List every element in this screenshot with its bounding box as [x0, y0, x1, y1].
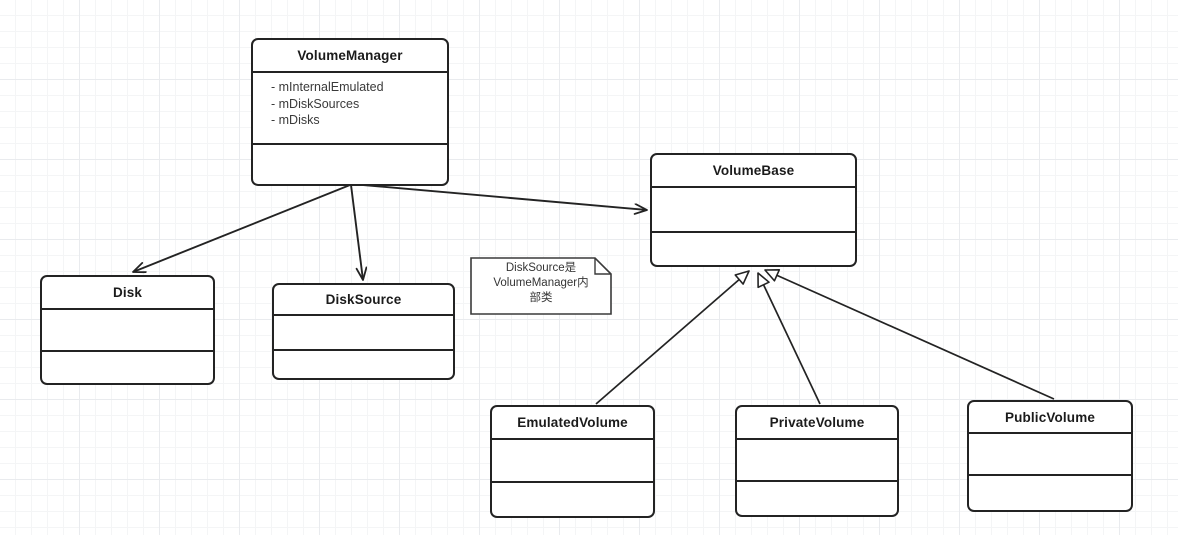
class-box-disksource[interactable]: DiskSource — [272, 283, 455, 380]
attribute-item: - mDisks — [271, 113, 320, 127]
class-box-volumebase[interactable]: VolumeBase — [650, 153, 857, 267]
class-attributes-disk — [42, 310, 213, 352]
class-title-volumebase: VolumeBase — [652, 155, 855, 188]
class-box-volumemanager[interactable]: VolumeManager - mInternalEmulated - mDis… — [251, 38, 449, 186]
note-line: DiskSource是 — [505, 262, 577, 274]
class-attributes-publicvolume — [969, 434, 1131, 476]
note-disksource[interactable]: DiskSource是 VolumeManager内 部类 — [470, 257, 612, 315]
attribute-item: - mDiskSources — [271, 96, 360, 111]
class-box-privatevolume[interactable]: PrivateVolume — [735, 405, 899, 517]
note-line: 部类 — [529, 292, 553, 304]
class-operations-publicvolume — [969, 476, 1131, 510]
edge-publicvolume-volumebase — [764, 269, 1055, 400]
class-attributes-privatevolume — [737, 440, 897, 482]
class-operations-volumemanager — [253, 145, 447, 184]
class-attributes-volumemanager: - mInternalEmulated - mDiskSources - mDi… — [253, 73, 447, 145]
edge-privatevolume-volumebase — [757, 272, 821, 405]
class-attributes-emulatedvolume — [492, 440, 653, 483]
class-operations-emulatedvolume — [492, 483, 653, 516]
class-box-disk[interactable]: Disk — [40, 275, 215, 385]
edge-volumemanager-disk — [133, 184, 351, 272]
class-title-volumemanager: VolumeManager — [253, 40, 447, 73]
class-title-disksource: DiskSource — [274, 285, 453, 316]
class-attributes-disksource — [274, 316, 453, 351]
class-title-emulatedvolume: EmulatedVolume — [492, 407, 653, 440]
edge-emulatedvolume-volumebase — [595, 270, 750, 405]
edge-volumemanager-disksource — [350, 184, 363, 280]
note-line: VolumeManager内 — [493, 277, 589, 289]
class-title-privatevolume: PrivateVolume — [737, 407, 897, 440]
class-operations-volumebase — [652, 233, 855, 265]
class-operations-disksource — [274, 351, 453, 378]
class-title-publicvolume: PublicVolume — [969, 402, 1131, 434]
class-attributes-volumebase — [652, 188, 855, 233]
class-title-disk: Disk — [42, 277, 213, 310]
class-box-publicvolume[interactable]: PublicVolume — [967, 400, 1133, 512]
class-box-emulatedvolume[interactable]: EmulatedVolume — [490, 405, 655, 518]
class-operations-disk — [42, 352, 213, 383]
note-text: DiskSource是 VolumeManager内 部类 — [470, 257, 612, 315]
edge-volumemanager-volumebase — [351, 183, 647, 210]
attribute-item: - mInternalEmulated — [271, 80, 384, 94]
class-operations-privatevolume — [737, 482, 897, 515]
